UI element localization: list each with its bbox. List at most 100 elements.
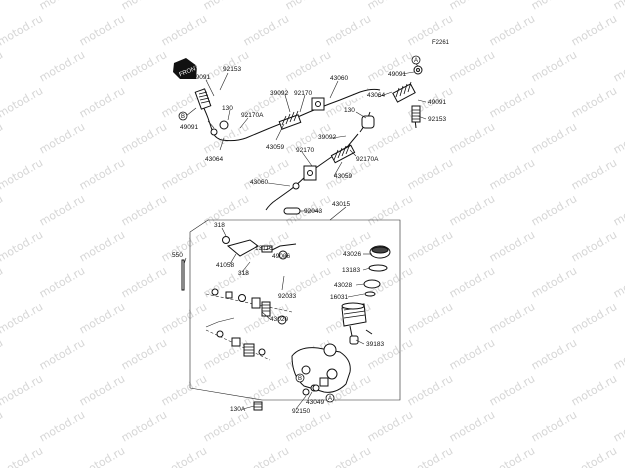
part-label: 16031 <box>330 294 348 301</box>
watermark-text: motod.ru <box>201 408 251 444</box>
ref-circle-b-left: B <box>178 111 188 121</box>
part-label: 49091 <box>192 74 210 81</box>
watermark-text: motod.ru <box>77 12 127 48</box>
watermark-text: motod.ru <box>405 372 455 408</box>
watermark-text: motod.ru <box>119 408 169 444</box>
watermark-text: motod.ru <box>159 156 209 192</box>
part-label: 41058 <box>216 262 234 269</box>
watermark-text: motod.ru <box>37 264 87 300</box>
part-label: 49091 <box>180 124 198 131</box>
svg-text:A: A <box>414 58 418 64</box>
watermark-text: motod.ru <box>529 408 579 444</box>
part-label: 130 <box>344 107 355 114</box>
watermark-text: motod.ru <box>0 156 45 192</box>
watermark-text: motod.ru <box>447 120 497 156</box>
hose-left-assembly <box>194 88 271 142</box>
watermark-text: motod.ru <box>405 444 455 468</box>
part-label: 318 <box>238 270 249 277</box>
part-label: 43064 <box>367 92 385 99</box>
watermark-text: motod.ru <box>611 0 625 13</box>
watermark-text: motod.ru <box>611 120 625 156</box>
watermark-text: motod.ru <box>119 120 169 156</box>
watermark-text: motod.ru <box>447 408 497 444</box>
part-label: 92153 <box>428 116 446 123</box>
part-label: 92150 <box>292 408 310 415</box>
part-label: 318 <box>214 222 225 229</box>
watermark-text: motod.ru <box>323 12 373 48</box>
pipe-upper <box>269 88 381 130</box>
watermark-text: motod.ru <box>119 192 169 228</box>
svg-text:B: B <box>298 376 302 382</box>
watermark-text: motod.ru <box>569 444 619 468</box>
watermark-text: motod.ru <box>0 120 5 156</box>
watermark-text: motod.ru <box>529 336 579 372</box>
watermark-text: motod.ru <box>241 156 291 192</box>
watermark-text: motod.ru <box>611 408 625 444</box>
reservoir-assembly <box>341 245 391 345</box>
part-label: 92033 <box>278 293 296 300</box>
watermark-text: motod.ru <box>0 336 5 372</box>
watermark-text: motod.ru <box>447 192 497 228</box>
watermark-text: motod.ru <box>365 408 415 444</box>
part-label: 43064 <box>205 156 223 163</box>
watermark-text: motod.ru <box>405 300 455 336</box>
ref-circle-a-top: A <box>411 55 421 65</box>
master-cylinder-body <box>291 343 351 393</box>
watermark-text: motod.ru <box>0 228 45 264</box>
watermark-text: motod.ru <box>283 48 333 84</box>
part-label: 43060 <box>250 179 268 186</box>
watermark-text: motod.ru <box>487 372 537 408</box>
watermark-text: motod.ru <box>201 0 251 13</box>
watermark-text: motod.ru <box>0 0 5 13</box>
watermark-text: motod.ru <box>487 12 537 48</box>
watermark-text: motod.ru <box>529 264 579 300</box>
watermark-text: motod.ru <box>569 84 619 120</box>
watermark-text: motod.ru <box>569 228 619 264</box>
watermark-text: motod.ru <box>447 336 497 372</box>
watermark-text: motod.ru <box>569 12 619 48</box>
part-label: 130A <box>230 406 246 413</box>
part-label: 49091 <box>388 71 406 78</box>
watermark-text: motod.ru <box>119 0 169 13</box>
watermark-text: motod.ru <box>487 156 537 192</box>
watermark-text: motod.ru <box>0 372 45 408</box>
part-label: 39183 <box>366 341 384 348</box>
watermark-text: motod.ru <box>529 192 579 228</box>
piston-parts <box>205 288 293 361</box>
part-label: 39092 <box>270 90 288 97</box>
watermark-text: motod.ru <box>241 444 291 468</box>
watermark-text: motod.ru <box>201 192 251 228</box>
watermark-text: motod.ru <box>0 84 45 120</box>
watermark-text: motod.ru <box>159 444 209 468</box>
watermark-text: motod.ru <box>365 0 415 13</box>
watermark-text: motod.ru <box>241 12 291 48</box>
watermark-text: motod.ru <box>487 444 537 468</box>
part-label: 92170A <box>356 156 379 163</box>
watermark-text: motod.ru <box>0 300 45 336</box>
watermark-text: motod.ru <box>77 300 127 336</box>
watermark-text: motod.ru <box>569 300 619 336</box>
watermark-text: motod.ru <box>611 48 625 84</box>
lever-assembly <box>181 207 320 291</box>
part-label: 13116 <box>255 245 273 252</box>
part-label: 43026 <box>343 251 361 258</box>
watermark-text: motod.ru <box>569 156 619 192</box>
ref-circle-a-bottom: A <box>325 393 335 403</box>
watermark-text: motod.ru <box>159 12 209 48</box>
watermark-text: motod.ru <box>405 228 455 264</box>
watermark-text: motod.ru <box>0 12 45 48</box>
watermark-text: motod.ru <box>0 264 5 300</box>
part-label: 43059 <box>266 144 284 151</box>
part-label: 43028 <box>334 282 352 289</box>
watermark-text: motod.ru <box>611 336 625 372</box>
watermark-text: motod.ru <box>529 0 579 13</box>
watermark-text: motod.ru <box>37 336 87 372</box>
watermark-text: motod.ru <box>529 120 579 156</box>
watermark-text: motod.ru <box>37 120 87 156</box>
front-arrow-icon: FRONT <box>173 58 200 79</box>
leader-lines <box>183 63 427 410</box>
part-label: 92170A <box>241 112 264 119</box>
pipe-middle <box>265 133 359 211</box>
watermark-text: motod.ru <box>37 0 87 13</box>
